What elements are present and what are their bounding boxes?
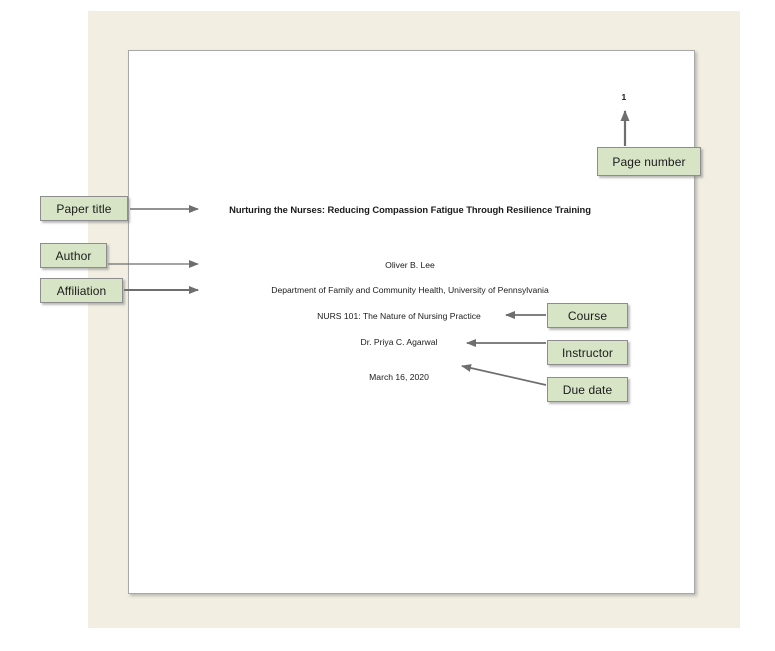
callout-page-number[interactable]: Page number: [597, 147, 701, 176]
document-title: Nurturing the Nurses: Reducing Compassio…: [229, 204, 591, 215]
document-due-date: March 16, 2020: [369, 372, 429, 382]
document-course: NURS 101: The Nature of Nursing Practice: [317, 311, 481, 321]
callout-instructor[interactable]: Instructor: [547, 340, 628, 365]
callout-paper-title[interactable]: Paper title: [40, 196, 128, 221]
callout-due-date[interactable]: Due date: [547, 377, 628, 402]
callout-author[interactable]: Author: [40, 243, 107, 268]
document-instructor: Dr. Priya C. Agarwal: [360, 337, 438, 347]
document-author: Oliver B. Lee: [385, 260, 435, 270]
callout-course[interactable]: Course: [547, 303, 628, 328]
callout-affiliation[interactable]: Affiliation: [40, 278, 123, 303]
document-affiliation: Department of Family and Community Healt…: [271, 285, 549, 295]
document-page-number: 1: [621, 92, 627, 102]
